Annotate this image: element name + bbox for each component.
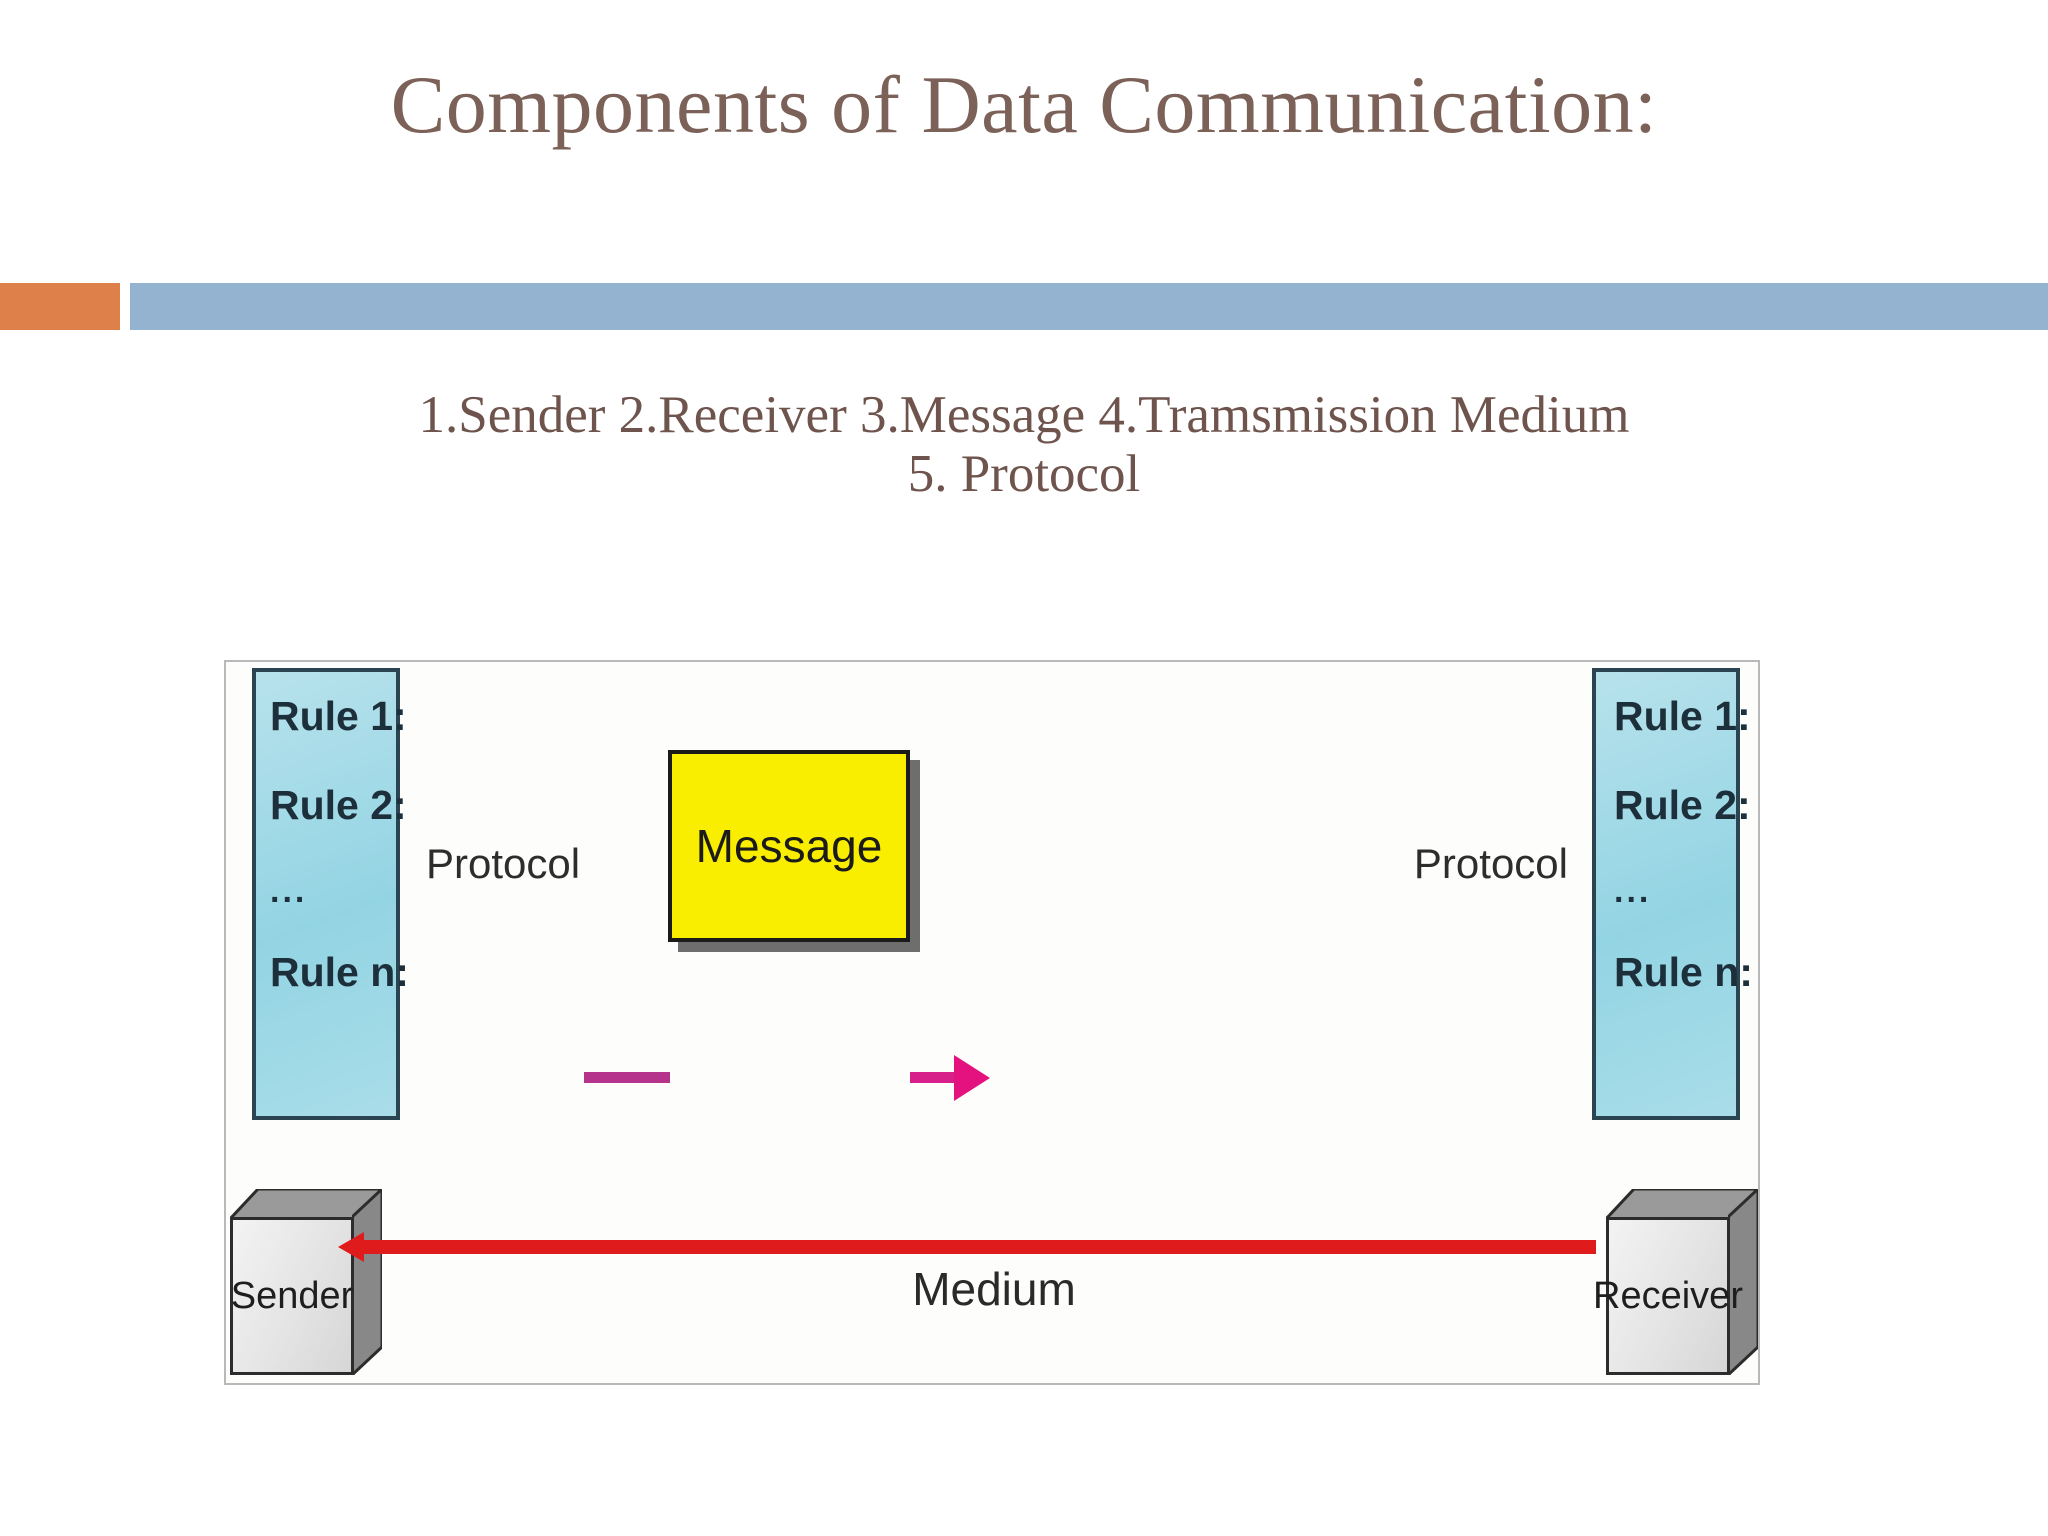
rule-line-n-left: Rule n: xyxy=(270,949,409,995)
rule-line-2-left: Rule 2: xyxy=(270,782,407,828)
title-divider xyxy=(0,283,2048,330)
sender-cube-face: Sender xyxy=(230,1217,354,1375)
receiver-node: Receiver xyxy=(1593,1189,1758,1375)
rule-line-1-right: Rule 1: xyxy=(1614,693,1751,739)
divider-bar xyxy=(130,283,2048,330)
rule-line-ellipsis-left: ... xyxy=(270,872,308,910)
receiver-cube-face: Receiver xyxy=(1593,1217,1743,1375)
sender-label: Sender xyxy=(230,1274,354,1317)
message-outbound-arrow-head-icon xyxy=(954,1055,990,1101)
data-communication-diagram: Rule 1: Rule 2: ... Rule n: Protocol Rul… xyxy=(224,660,1760,1385)
protocol-rules-box-left: Rule 1: Rule 2: ... Rule n: xyxy=(252,668,409,1120)
medium-label: Medium xyxy=(912,1263,1076,1315)
protocol-label-left: Protocol xyxy=(426,840,581,887)
divider-accent-block xyxy=(0,283,120,330)
receiver-cube-side-icon xyxy=(1728,1189,1758,1375)
rule-line-n-right: Rule n: xyxy=(1614,949,1753,995)
rule-line-2-right: Rule 2: xyxy=(1614,782,1751,828)
protocol-rules-box-right: Rule 1: Rule 2: ... Rule n: xyxy=(1592,668,1753,1120)
protocol-label-right: Protocol xyxy=(1413,840,1568,887)
components-list-line-2: 5. Protocol xyxy=(907,445,1141,504)
rule-line-ellipsis-right: ... xyxy=(1614,872,1652,910)
receiver-label: Receiver xyxy=(1593,1274,1743,1317)
components-list-line-1: 1.Sender 2.Receiver 3.Message 4.Tramsmis… xyxy=(418,386,1630,444)
rule-line-1-left: Rule 1: xyxy=(270,693,407,739)
components-list: 1.Sender 2.Receiver 3.Message 4.Tramsmis… xyxy=(0,386,2048,505)
page-title: Components of Data Communication: xyxy=(390,59,1658,150)
receiver-cube-top-icon xyxy=(1606,1189,1758,1219)
message-label: Message xyxy=(695,820,883,872)
message-inbound-arrow-icon xyxy=(584,1072,670,1083)
message-outbound-arrow-line-icon xyxy=(910,1072,960,1083)
sender-cube-top-icon xyxy=(230,1189,382,1219)
medium-line xyxy=(356,1240,1596,1254)
message-box: Message xyxy=(668,750,910,942)
